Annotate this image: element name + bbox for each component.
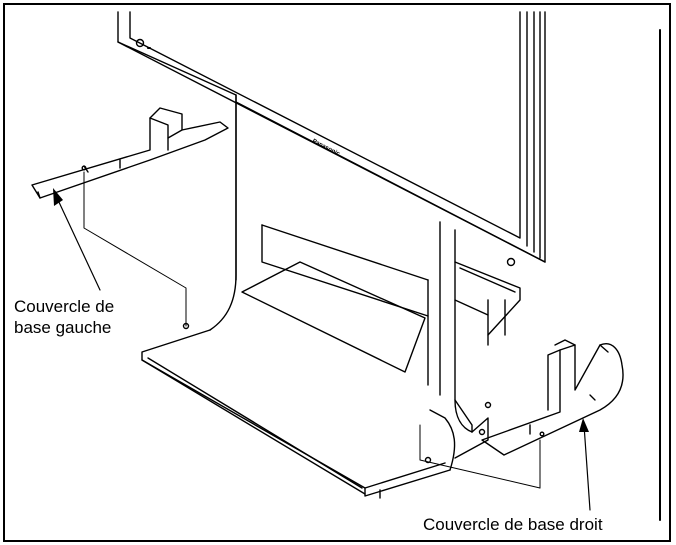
- alignment-lines: [83, 171, 541, 489]
- diagram-frame: [3, 3, 671, 542]
- left-base-cover-label: Couvercle de base gauche: [14, 296, 114, 338]
- left-base-cover-label-line1: Couvercle de: [14, 297, 115, 316]
- left-base-cover-part: [31, 107, 229, 199]
- right-base-cover-label: Couvercle de base droit: [423, 515, 603, 534]
- arrowhead-left: [53, 188, 63, 206]
- display-panel: [117, 11, 546, 281]
- brand-logo: Panasonic: [311, 138, 341, 157]
- right-base-cover-part: [481, 339, 624, 456]
- left-base-cover-label-line2: base gauche: [14, 318, 112, 337]
- base-plate: [141, 322, 492, 499]
- stand-column: [209, 101, 473, 433]
- arrowhead-right: [579, 418, 589, 432]
- inner-shelf: [241, 261, 521, 373]
- leader-lines: [57, 199, 591, 511]
